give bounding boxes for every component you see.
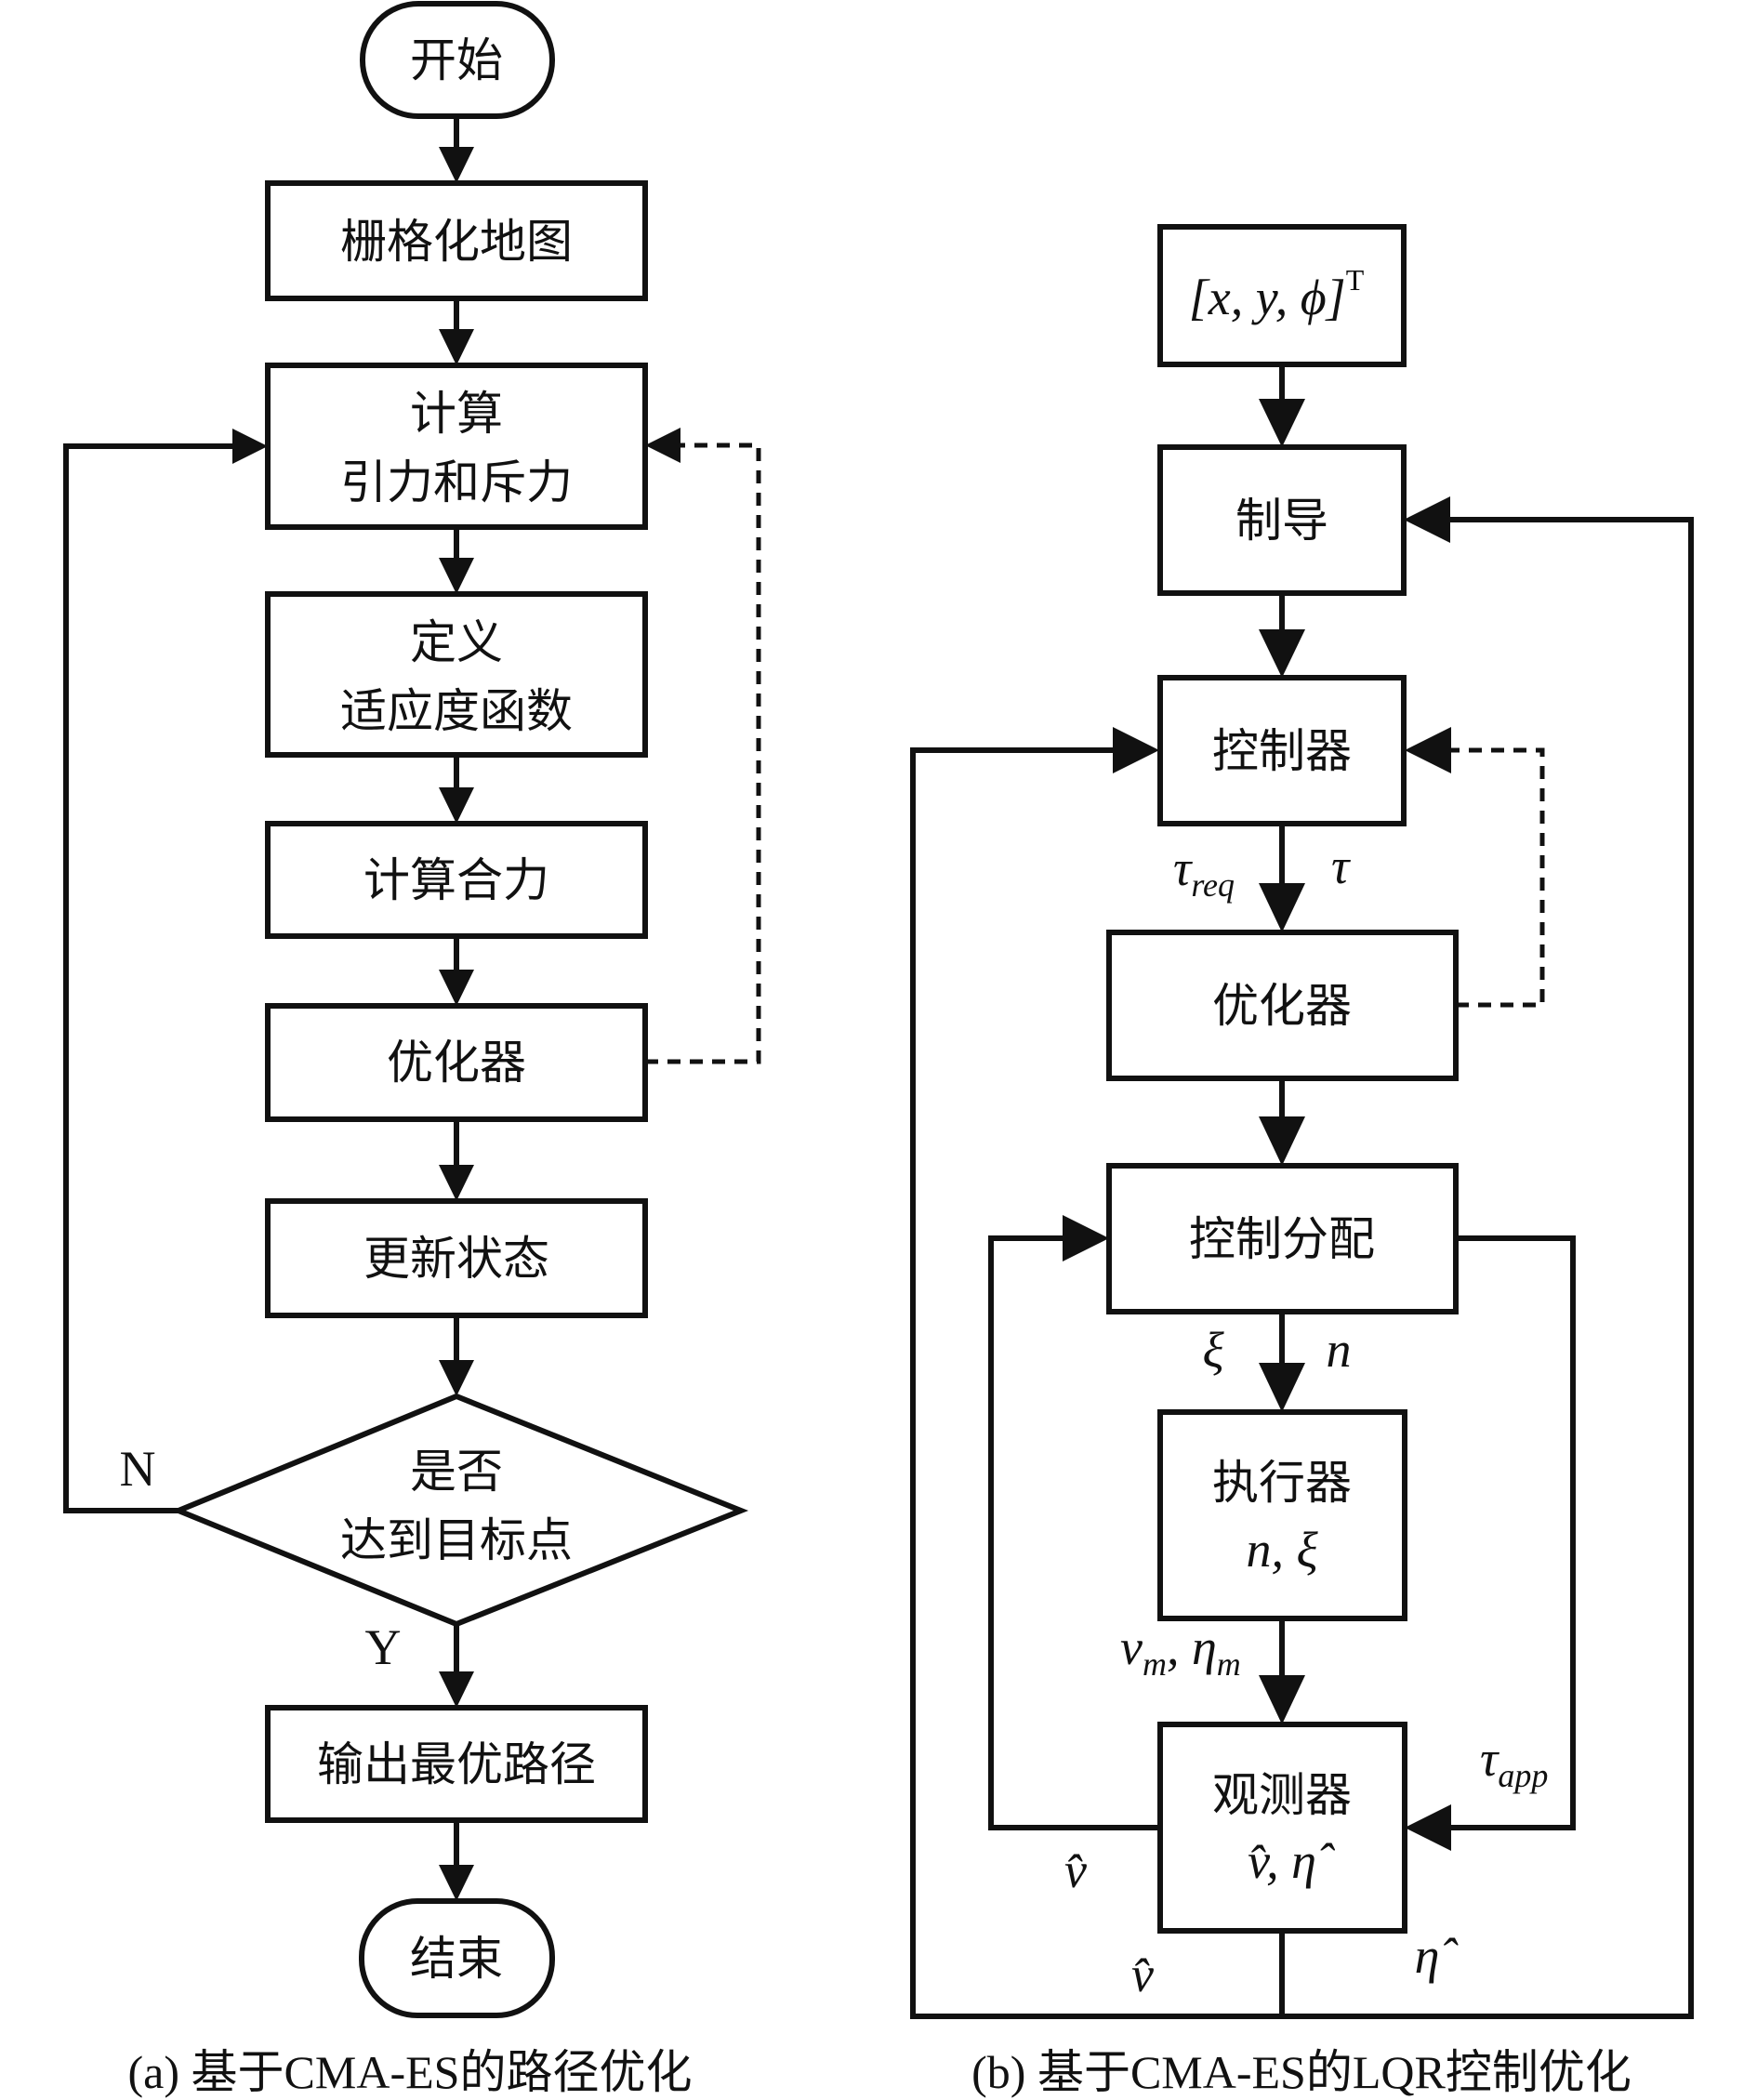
block-observer — [1157, 1722, 1407, 1934]
arrowhead-icon — [1259, 399, 1305, 447]
decision-reached-goal — [171, 1393, 749, 1628]
step-output-optimal-path — [265, 1705, 648, 1823]
step-grid-map — [265, 180, 648, 301]
tau-req-label: τreq — [1173, 840, 1235, 904]
arrowhead-icon — [439, 147, 474, 183]
separator: , — [1167, 1619, 1192, 1675]
xi-label: ξ — [1202, 1322, 1224, 1378]
arrowhead-icon — [439, 970, 474, 1006]
arrowhead-icon — [1259, 883, 1305, 932]
block-guidance — [1157, 444, 1407, 596]
panel-b-lqr-control-optimization: [x, y, ϕ]T 制导 控制器 τreq τ 优化器 控制分配 ξ n — [910, 224, 1694, 2098]
connector-outer-feedback-loop — [910, 517, 1694, 2019]
no-branch-label: N — [120, 1441, 156, 1497]
caption-panel-a: (a) 基于CMA-ES的路径优化 — [128, 2046, 693, 2098]
tau-label: τ — [1331, 839, 1351, 894]
step-resultant-force-label: 计算合力 — [363, 853, 549, 907]
step-compute-forces-line1: 计算 — [410, 387, 503, 441]
yes-branch-label: Y — [365, 1619, 402, 1675]
arrowhead-icon — [1063, 1215, 1109, 1261]
v-hat-outer-label: v̂ — [1131, 1947, 1154, 2002]
panel-a-path-optimization: 开始 栅格化地图 计算 引力和斥力 定义 适应度函数 计算合力 优化器 — [63, 1, 761, 2098]
eta-hat-outer-label: η̂ — [1415, 1928, 1460, 1984]
block-control-allocation-label: 控制分配 — [1189, 1212, 1375, 1266]
tau-req-subscript: req — [1191, 866, 1235, 904]
arrowhead-icon — [1259, 1116, 1305, 1166]
arrowhead-icon — [439, 1865, 474, 1901]
arrowhead-icon — [1405, 1804, 1451, 1851]
step-optimizer-label: 优化器 — [387, 1036, 526, 1090]
arrowhead-icon — [1259, 1675, 1305, 1724]
end-terminal — [359, 1898, 555, 2018]
connector-optimizer-feedback-dashed — [1450, 747, 1545, 1008]
step-update-state-label: 更新状态 — [363, 1232, 549, 1286]
connector-observer-to-allocation — [988, 1235, 1160, 1830]
block-observer-title: 观测器 — [1212, 1768, 1352, 1822]
eta-measured-base: η — [1192, 1619, 1217, 1675]
tau-app-subscript: app — [1498, 1757, 1548, 1794]
arrowhead-icon — [1404, 496, 1450, 543]
block-controller-label: 控制器 — [1212, 724, 1352, 778]
state-vector: [x, y, ϕ] — [1189, 270, 1346, 325]
measured-states-label: vm, ηm — [1120, 1619, 1241, 1683]
arrowhead-icon — [439, 787, 474, 824]
connector-allocation-to-observer — [1449, 1235, 1576, 1830]
step-define-fitness-line1: 定义 — [410, 615, 503, 669]
decision-line2: 达到目标点 — [340, 1513, 573, 1567]
arrowhead-icon — [439, 1165, 474, 1201]
arrowhead-icon — [1405, 727, 1451, 773]
start-label: 开始 — [410, 33, 503, 87]
step-define-fitness-line2: 适应度函数 — [340, 684, 573, 738]
block-actuator — [1157, 1409, 1407, 1621]
step-compute-forces-line2: 引力和斥力 — [340, 456, 573, 509]
block-actuator-title: 执行器 — [1212, 1456, 1352, 1510]
connector-no-loop — [63, 443, 234, 1513]
arrowhead-icon — [439, 1360, 474, 1396]
n-label: n — [1327, 1322, 1352, 1378]
step-grid-map-label: 栅格化地图 — [340, 215, 573, 269]
v-measured-base: v — [1120, 1619, 1143, 1675]
arrowhead-icon — [439, 329, 474, 365]
tau-app-base: τ — [1480, 1731, 1499, 1787]
end-label: 结束 — [410, 1932, 503, 1986]
caption-panel-b: (b) 基于CMA-ES的LQR控制优化 — [971, 2046, 1632, 2098]
state-input-box — [1157, 224, 1407, 367]
v-hat-inner-label: v̂ — [1064, 1842, 1087, 1898]
v-measured-subscript: m — [1143, 1645, 1167, 1683]
step-define-fitness — [265, 591, 648, 758]
decision-line1: 是否 — [410, 1445, 503, 1499]
arrowhead-icon — [1259, 629, 1305, 678]
step-output-optimal-path-label: 输出最优路径 — [317, 1737, 596, 1791]
block-guidance-label: 制导 — [1235, 494, 1328, 548]
block-optimizer-label: 优化器 — [1212, 979, 1352, 1033]
transpose-superscript: T — [1346, 263, 1365, 297]
arrowhead-icon — [439, 558, 474, 594]
arrowhead-icon — [645, 428, 680, 463]
arrowhead-icon — [232, 429, 268, 464]
tau-req-base: τ — [1173, 840, 1193, 896]
block-actuator-vars: n, ξ — [1246, 1522, 1318, 1578]
arrowhead-icon — [1259, 1363, 1305, 1412]
arrowhead-icon — [439, 1671, 474, 1708]
connector-optimizer-feedback-dashed — [645, 442, 761, 1064]
arrowhead-icon — [1113, 727, 1159, 773]
eta-measured-subscript: m — [1217, 1645, 1241, 1683]
state-input-label: [x, y, ϕ]T — [1189, 263, 1365, 325]
tau-app-label: τapp — [1480, 1731, 1548, 1794]
